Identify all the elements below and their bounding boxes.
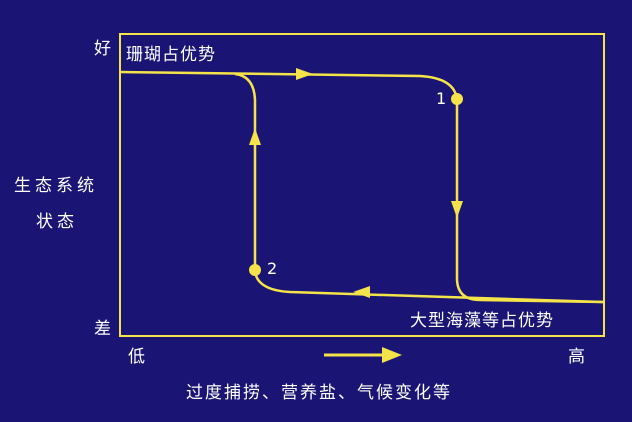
macroalgae-state-label: 大型海藻等占优势 xyxy=(410,311,554,331)
tipping-point-2-marker xyxy=(249,264,261,276)
arrow-up-left xyxy=(249,128,261,145)
y-axis-bottom-label: 差 xyxy=(94,319,111,339)
tipping-point-2-label: 2 xyxy=(267,259,278,278)
x-axis-high-label: 高 xyxy=(568,347,585,367)
tipping-point-1-marker xyxy=(451,93,463,105)
x-axis-title: 过度捕捞、营养盐、气候变化等 xyxy=(186,383,452,403)
plot-frame xyxy=(119,33,605,337)
lower-branch-curve xyxy=(234,72,604,304)
x-axis-low-label: 低 xyxy=(128,347,145,367)
tipping-point-1-label: 1 xyxy=(436,89,447,108)
x-direction-arrow-head xyxy=(382,347,402,363)
y-axis-top-label: 好 xyxy=(94,39,111,59)
arrow-right-upper xyxy=(296,68,313,80)
coral-state-label: 珊瑚占优势 xyxy=(126,45,216,65)
arrow-down-right xyxy=(451,201,463,218)
y-axis-title-line1: 生态系统 xyxy=(14,176,98,196)
y-axis-title-line2: 状态 xyxy=(36,212,78,232)
upper-branch-curve xyxy=(120,70,604,304)
arrow-left-lower xyxy=(353,286,370,298)
